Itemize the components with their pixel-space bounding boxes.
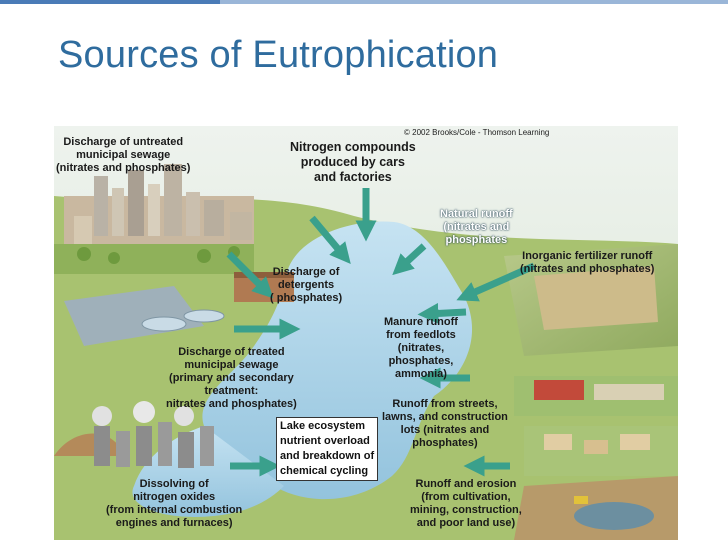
- label-erosion: Runoff and erosion (from cultivation, mi…: [410, 478, 522, 529]
- arrow-manure: [417, 302, 467, 324]
- label-inorganic-fertilizer: Inorganic fertilizer runoff (nitrates an…: [520, 250, 655, 275]
- arrow-nitrogen-mid: [309, 215, 351, 265]
- figure-copyright: © 2002 Brooks/Cole - Thomson Learning: [404, 128, 550, 137]
- suburb-illustration: [524, 426, 678, 476]
- arrow-fertilizer: [456, 262, 536, 302]
- farm-illustration: [504, 244, 678, 416]
- factory-illustration: [54, 401, 214, 468]
- top-bar-light: [220, 0, 728, 4]
- label-natural-runoff: Natural runoff (nitrates and phosphates: [440, 208, 513, 246]
- lake: [202, 221, 473, 500]
- label-manure-runoff: Manure runoff from feedlots (nitrates, p…: [384, 316, 458, 380]
- label-street-runoff: Runoff from streets, lawns, and construc…: [382, 398, 508, 449]
- scene-illustration: [54, 126, 678, 540]
- label-nitrogen-oxides: Dissolving of nitrogen oxides (from inte…: [106, 478, 243, 529]
- flow-arrows: [226, 188, 536, 477]
- label-untreated-sewage: Discharge of untreated municipal sewage …: [56, 136, 191, 174]
- eutrophication-figure: © 2002 Brooks/Cole - Thomson Learning Di…: [54, 126, 678, 540]
- label-detergents: Discharge of detergents ( phosphates): [270, 266, 343, 304]
- city-illustration: [54, 164, 254, 274]
- arrow-untreated-sewage: [226, 251, 274, 299]
- lake-ecosystem-box: Lake ecosystem nutrient overload and bre…: [276, 417, 379, 481]
- top-bar-dark: [0, 0, 220, 4]
- treatment-plant-illustration: [64, 272, 294, 346]
- arrow-natural-runoff: [392, 243, 427, 276]
- mine-illustration: [514, 476, 678, 540]
- slide-title: Sources of Eutrophication: [58, 34, 499, 76]
- label-treated-sewage: Discharge of treated municipal sewage (p…: [166, 346, 297, 410]
- label-nitrogen-compounds: Nitrogen compounds produced by cars and …: [290, 140, 416, 184]
- slide-top-bar: [0, 0, 728, 8]
